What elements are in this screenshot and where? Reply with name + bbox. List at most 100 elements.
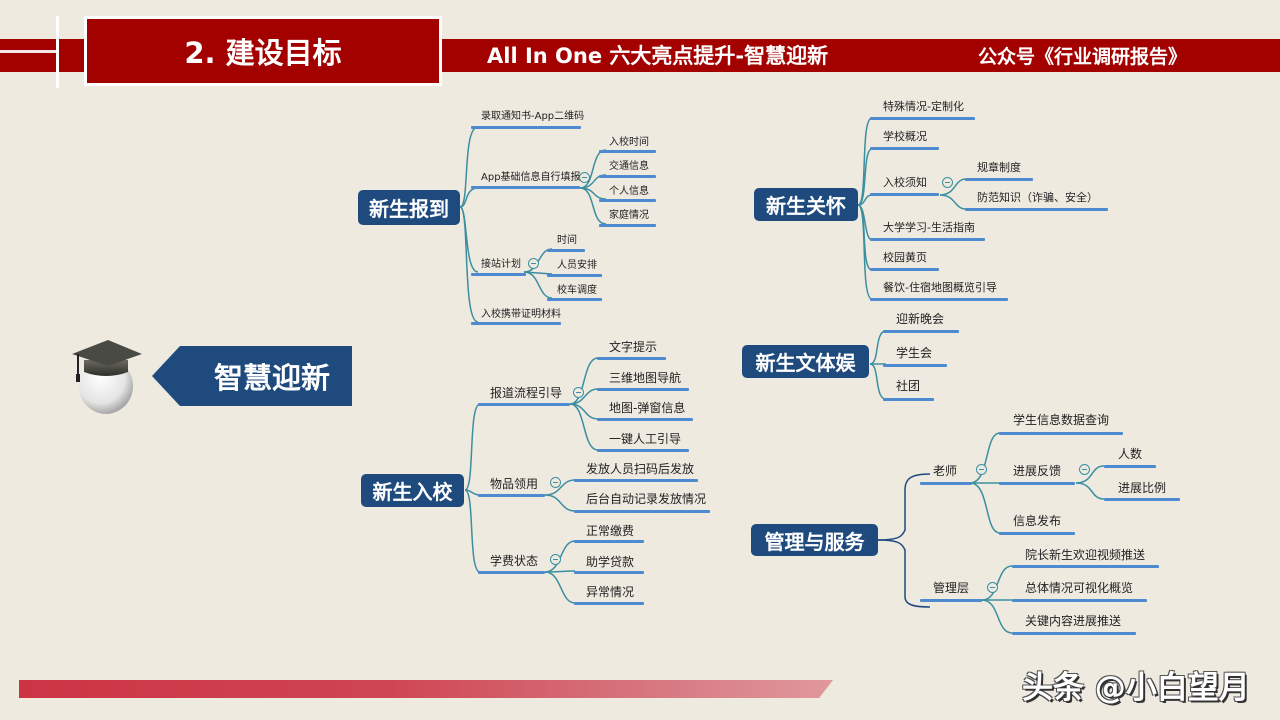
- leaf-student-loan[interactable]: 助学贷款: [586, 555, 635, 569]
- leaf-underline: [1012, 565, 1159, 568]
- branch-welcome-party[interactable]: 迎新晚会: [896, 312, 945, 326]
- leaf-underline: [597, 449, 689, 452]
- branch-underline: [920, 482, 972, 485]
- leaf-underline: [1012, 599, 1147, 602]
- branch-admission-notice[interactable]: 录取通知书-App二维码: [481, 111, 585, 122]
- leaf-student-data-query[interactable]: 学生信息数据查询: [1013, 413, 1110, 427]
- branch-admission-notes[interactable]: 入校须知: [883, 176, 927, 189]
- leaf-text-hint[interactable]: 文字提示: [609, 340, 658, 354]
- branch-teachers[interactable]: 老师: [933, 464, 958, 478]
- leaf-manual-guide[interactable]: 一键人工引导: [609, 432, 682, 446]
- leaf-underline: [599, 150, 656, 153]
- branch-app-info[interactable]: App基础信息自行填报: [481, 172, 581, 183]
- leaf-bus-dispatch[interactable]: 校车调度: [557, 285, 597, 296]
- leaf-underline: [597, 388, 689, 391]
- leaf-personal-info[interactable]: 个人信息: [609, 186, 649, 197]
- leaf-underline: [547, 249, 585, 252]
- header-divider-line: [0, 50, 56, 53]
- branch-underline: [870, 193, 939, 196]
- leaf-key-progress-push[interactable]: 关键内容进展推送: [1025, 614, 1122, 628]
- leaf-3d-map[interactable]: 三维地图导航: [609, 371, 682, 385]
- collapse-icon[interactable]: [528, 258, 539, 269]
- topic-enroll[interactable]: 新生入校: [361, 474, 464, 507]
- central-topic[interactable]: 智慧迎新: [152, 346, 352, 406]
- source-label: 公众号《行业调研报告》: [978, 46, 1188, 68]
- branch-pickup-plan[interactable]: 接站计划: [481, 259, 521, 270]
- graduation-cap-avatar-icon: [70, 336, 142, 416]
- leaf-progress-ratio[interactable]: 进展比例: [1118, 481, 1167, 495]
- branch-underline: [478, 571, 545, 574]
- topic-care[interactable]: 新生关怀: [754, 188, 858, 221]
- topic-culture-label: 新生文体娱: [755, 351, 856, 375]
- leaf-progress-feedback[interactable]: 进展反馈: [1013, 464, 1062, 478]
- collapse-icon[interactable]: [942, 177, 953, 188]
- leaf-normal-payment[interactable]: 正常缴费: [586, 524, 635, 538]
- leaf-welcome-video[interactable]: 院长新生欢迎视频推送: [1025, 548, 1146, 562]
- leaf-staffing[interactable]: 人员安排: [557, 260, 597, 271]
- leaf-map-popup[interactable]: 地图-弹窗信息: [609, 401, 686, 415]
- branch-report-guide[interactable]: 报道流程引导: [490, 386, 563, 400]
- collapse-icon[interactable]: [1079, 464, 1090, 475]
- collapse-icon[interactable]: [550, 477, 561, 488]
- branch-underline: [883, 398, 934, 401]
- leaf-underline: [1012, 632, 1136, 635]
- topic-management[interactable]: 管理与服务: [751, 524, 878, 556]
- branch-school-overview[interactable]: 学校概况: [883, 130, 927, 143]
- leaf-underline: [599, 224, 656, 227]
- leaf-safety-knowledge[interactable]: 防范知识（诈骗、安全）: [977, 191, 1098, 204]
- topic-culture[interactable]: 新生文体娱: [742, 345, 869, 378]
- branch-underline: [870, 117, 975, 120]
- branch-underline: [471, 322, 561, 325]
- branch-documents[interactable]: 入校携带证明材料: [481, 309, 561, 320]
- leaf-auto-record[interactable]: 后台自动记录发放情况: [586, 492, 707, 506]
- branch-student-union[interactable]: 学生会: [896, 346, 933, 360]
- branch-underline: [870, 147, 939, 150]
- leaf-underline: [599, 199, 656, 202]
- collapse-icon[interactable]: [550, 554, 561, 565]
- branch-underline: [883, 364, 947, 367]
- topic-report-label: 新生报到: [369, 197, 449, 221]
- footer-gradient-bar: [19, 680, 833, 698]
- watermark: 头条 @小白望月: [1022, 670, 1250, 706]
- branch-item-pickup[interactable]: 物品领用: [490, 477, 539, 491]
- leaf-underline: [597, 418, 693, 421]
- collapse-icon[interactable]: [976, 464, 987, 475]
- topic-enroll-label: 新生入校: [372, 480, 453, 504]
- branch-special-cases[interactable]: 特殊情况-定制化: [883, 100, 964, 113]
- leaf-underline: [1104, 498, 1180, 501]
- branch-leadership[interactable]: 管理层: [933, 581, 970, 595]
- branch-study-life-guide[interactable]: 大学学习-生活指南: [883, 221, 975, 234]
- leaf-headcount[interactable]: 人数: [1118, 447, 1143, 461]
- leaf-underline: [999, 432, 1123, 435]
- leaf-overview-visual[interactable]: 总体情况可视化概览: [1025, 581, 1134, 595]
- branch-dining-housing[interactable]: 餐饮-住宿地图概览引导: [883, 281, 997, 294]
- leaf-info-release[interactable]: 信息发布: [1013, 514, 1062, 528]
- leaf-transport-info[interactable]: 交通信息: [609, 161, 649, 172]
- topic-report[interactable]: 新生报到: [358, 190, 460, 225]
- branch-clubs[interactable]: 社团: [896, 379, 921, 393]
- leaf-exceptions[interactable]: 异常情况: [586, 585, 635, 599]
- collapse-icon[interactable]: [579, 172, 590, 183]
- branch-yellow-pages[interactable]: 校园黄页: [883, 251, 927, 264]
- leaf-underline: [574, 479, 698, 482]
- topic-management-label: 管理与服务: [764, 529, 865, 554]
- leaf-time[interactable]: 时间: [557, 235, 577, 246]
- central-topic-label: 智慧迎新: [213, 361, 330, 395]
- branch-underline: [471, 126, 581, 129]
- collapse-icon[interactable]: [573, 387, 584, 398]
- branch-tuition-status[interactable]: 学费状态: [490, 554, 539, 568]
- branch-underline: [870, 298, 1008, 301]
- leaf-arrival-time[interactable]: 入校时间: [609, 137, 649, 148]
- collapse-icon[interactable]: [987, 582, 998, 593]
- leaf-underline: [574, 571, 644, 574]
- leaf-underline: [547, 274, 602, 277]
- branch-underline: [478, 403, 570, 406]
- topic-care-label: 新生关怀: [766, 194, 846, 218]
- leaf-regulations[interactable]: 规章制度: [977, 161, 1021, 174]
- leaf-family-info[interactable]: 家庭情况: [609, 210, 649, 221]
- leaf-scan-issue[interactable]: 发放人员扫码后发放: [586, 462, 695, 476]
- slide-subtitle: All In One 六大亮点提升-智慧迎新: [487, 44, 829, 68]
- leaf-underline: [597, 357, 666, 360]
- branch-underline: [870, 238, 985, 241]
- branch-underline: [478, 494, 545, 497]
